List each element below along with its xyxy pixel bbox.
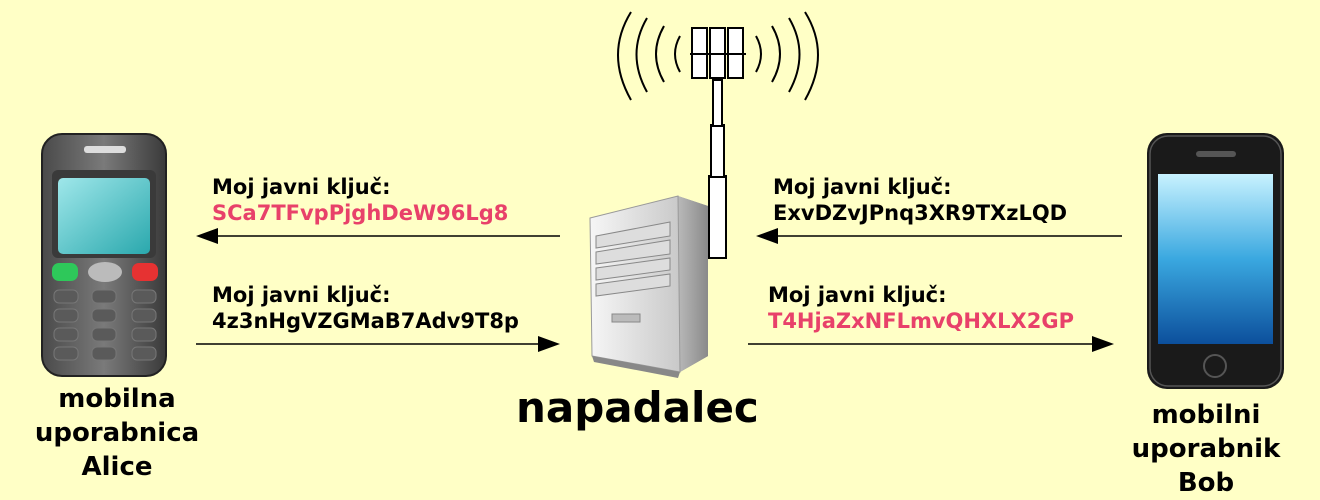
arrow-from-bob	[756, 228, 1122, 244]
message-caption: Moj javni ključ:	[773, 175, 952, 199]
alice-label-line: Alice	[81, 452, 153, 482]
bob-label-line: mobilni	[1151, 400, 1261, 430]
bob-label-line: uporabnik	[1131, 434, 1281, 464]
message-to-bob: Moj javni ključ: T4HjaZxNFLmvQHXLX2GP	[768, 282, 1074, 334]
arrow-to-alice	[196, 228, 560, 244]
message-caption: Moj javni ključ:	[212, 283, 391, 307]
message-caption: Moj javni ključ:	[768, 283, 947, 307]
genuine-key: ExvDZvJPnq3XR9TXzLQD	[773, 201, 1068, 225]
arrow-to-bob	[748, 336, 1114, 352]
genuine-key: 4z3nHgVZGMaB7Adv9T8p	[212, 309, 519, 333]
alice-label: mobilna uporabnica Alice	[24, 382, 210, 484]
forged-key: T4HjaZxNFLmvQHXLX2GP	[768, 309, 1074, 333]
message-caption: Moj javni ključ:	[212, 175, 391, 199]
feature-phone-icon	[41, 133, 167, 377]
alice-label-line: uporabnica	[34, 418, 200, 448]
message-from-alice: Moj javni ključ: 4z3nHgVZGMaB7Adv9T8p	[212, 282, 519, 334]
message-from-bob: Moj javni ključ: ExvDZvJPnq3XR9TXzLQD	[773, 174, 1067, 226]
server-tower-icon	[589, 195, 708, 378]
bob-label-line: Bob	[1177, 468, 1235, 498]
message-to-alice: Moj javni ključ: SCa7TFvpPjghDeW96Lg8	[212, 174, 508, 226]
smartphone-icon	[1147, 133, 1284, 389]
antenna-tower-icon	[617, 11, 819, 259]
arrow-from-alice	[196, 336, 560, 352]
bob-label: mobilni uporabnik Bob	[1106, 398, 1306, 500]
forged-key: SCa7TFvpPjghDeW96Lg8	[212, 201, 509, 225]
alice-label-line: mobilna	[58, 384, 176, 414]
attacker-label: napadalec	[516, 383, 759, 432]
